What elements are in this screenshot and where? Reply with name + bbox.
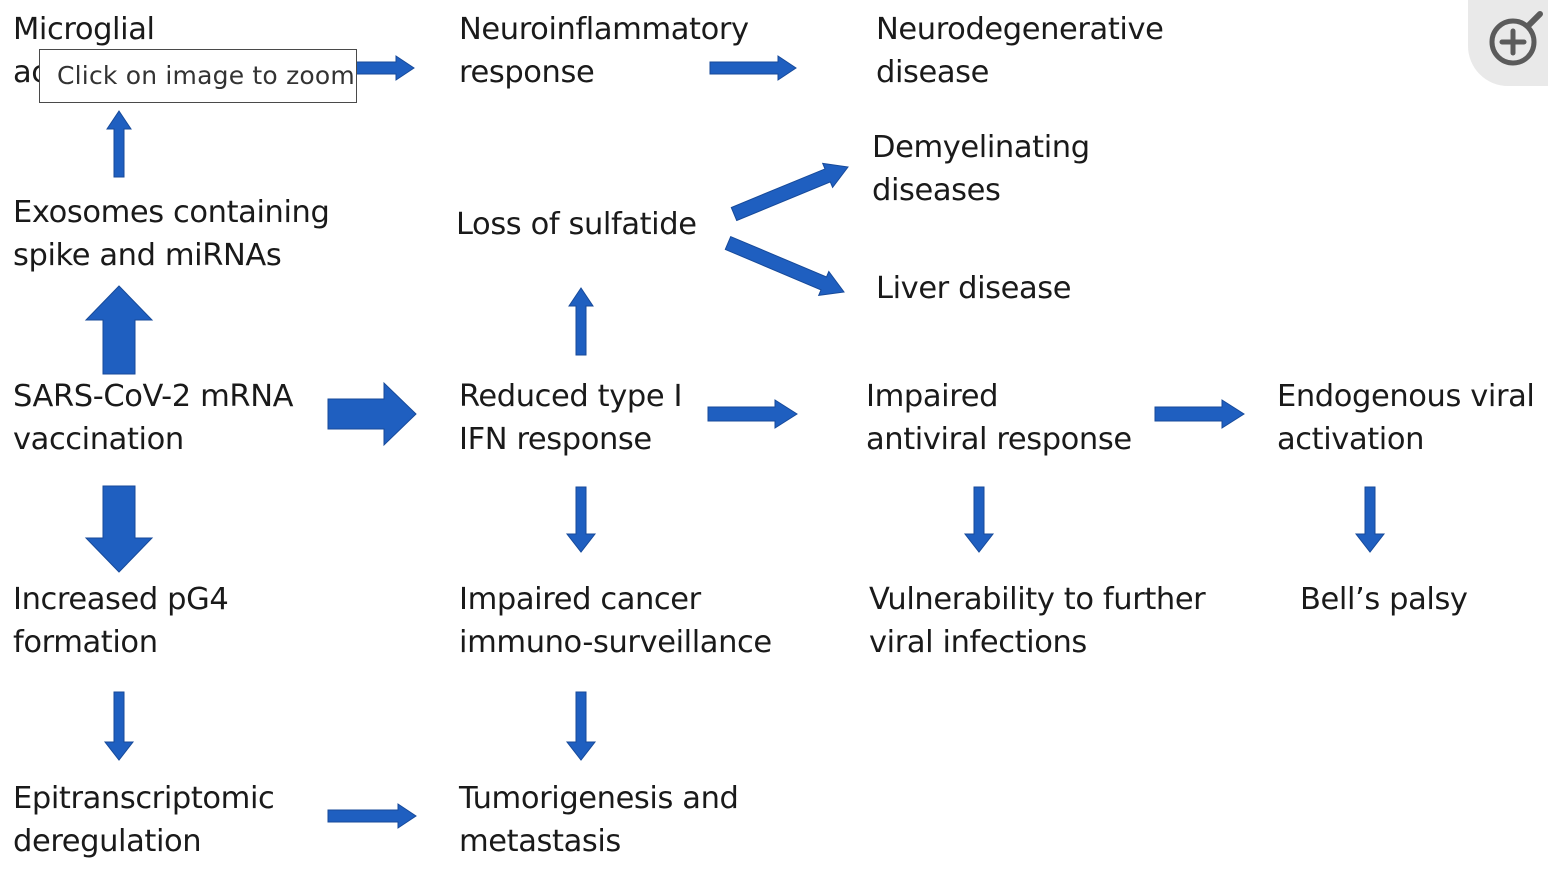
arrow-microglial-to-neuroinflammatory <box>355 55 415 81</box>
arrow-neuroinflammatory-to-neurodegenerative <box>709 55 797 81</box>
node-liver-disease: Liver disease <box>876 271 1072 306</box>
arrow-ifn-to-cancer <box>565 486 597 553</box>
arrow-antiviral-to-endogenous <box>1154 399 1245 429</box>
arrow-pg4-to-epitranscriptomic <box>103 691 135 761</box>
arrow-vaccination-to-ifn <box>327 381 417 447</box>
arrow-antiviral-to-vulnerability <box>963 486 995 553</box>
zoom-tooltip: Click on image to zoom <box>39 49 357 103</box>
arrow-cancer-to-tumorigenesis <box>565 691 597 761</box>
node-bells-palsy: Bell’s palsy <box>1300 582 1468 617</box>
arrow-vaccination-to-exosomes <box>84 285 154 375</box>
arrow-exosomes-to-microglial <box>106 110 132 178</box>
arrow-ifn-to-antiviral <box>707 399 798 429</box>
arrow-sulfatide-to-liver <box>724 235 845 297</box>
zoom-in-icon <box>1489 11 1543 66</box>
arrow-epitranscriptomic-to-tumorigenesis <box>327 803 417 829</box>
arrow-sulfatide-from-ifn <box>568 287 594 356</box>
node-loss-of-sulfatide: Loss of sulfatide <box>456 207 697 242</box>
arrow-endogenous-to-bells <box>1354 486 1386 553</box>
arrow-sulfatide-to-demyelinating <box>730 162 849 222</box>
zoom-button[interactable] <box>1468 0 1548 86</box>
arrow-vaccination-to-pg4 <box>84 485 154 573</box>
